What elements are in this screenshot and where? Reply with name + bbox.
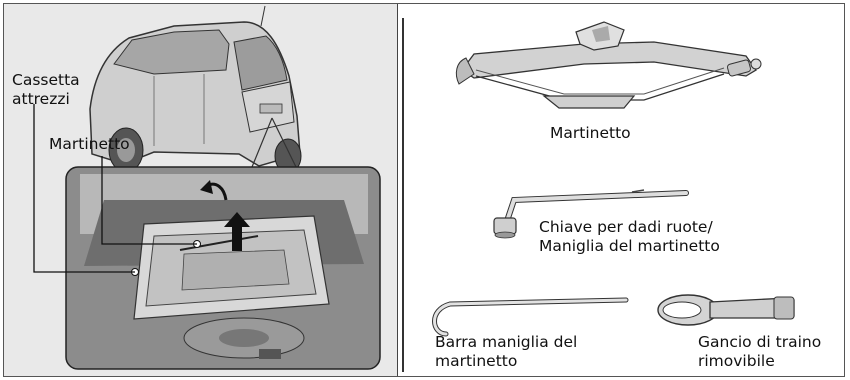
jack-label-right: Martinetto (550, 124, 631, 142)
trunk-closeup-icon (65, 166, 381, 370)
left-illustration (33, 5, 381, 370)
jack-handle-bar-icon (432, 297, 629, 337)
panel-divider (402, 18, 404, 372)
hook-label: Gancio di traino rimovibile (698, 333, 822, 370)
wrench-label: Chiave per dadi ruote/ Maniglia del mart… (539, 218, 720, 255)
leader-lines (33, 104, 197, 273)
bar-label: Barra maniglia del martinetto (435, 333, 578, 370)
scissor-jack-icon (455, 21, 762, 109)
tow-hook-icon (657, 294, 795, 326)
toolbox-label: Cassetta attrezzi (12, 71, 80, 108)
left-panel: Cassetta attrezzi Martinetto (4, 4, 398, 376)
car-rear-icon (89, 5, 302, 174)
jack-label-left: Martinetto (49, 135, 130, 153)
diagram-frame: Cassetta attrezzi Martinetto (3, 3, 845, 377)
